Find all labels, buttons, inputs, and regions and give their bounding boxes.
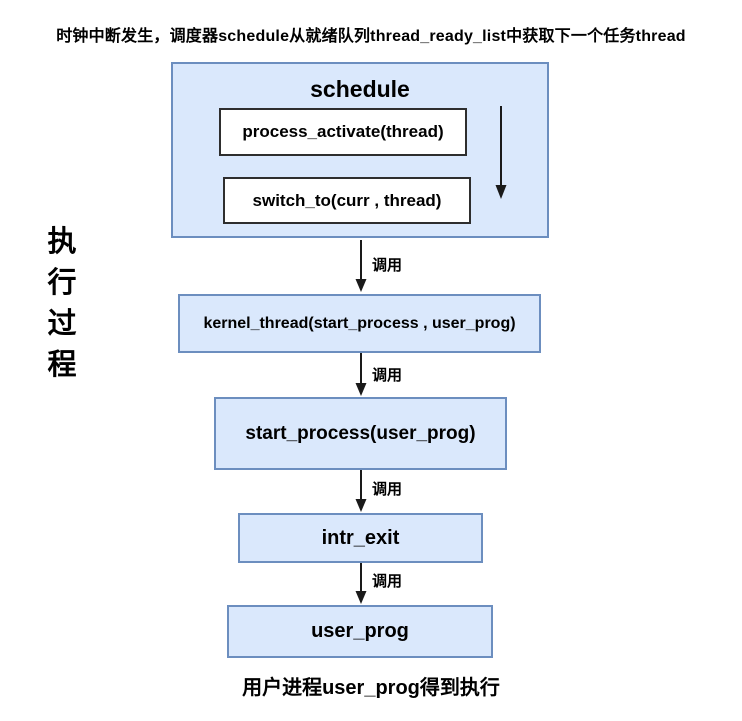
flow-box-label: start_process(user_prog) xyxy=(245,422,476,444)
down-arrow-icon xyxy=(355,563,367,604)
switch-to-label: switch_to(curr , thread) xyxy=(252,190,442,210)
schedule-group-title: schedule xyxy=(310,76,410,102)
down-arrow-icon xyxy=(355,470,367,512)
down-arrow-icon xyxy=(355,240,367,292)
schedule-group-box: schedule process_activate(thread) switch… xyxy=(171,62,549,238)
connector-label: 调用 xyxy=(372,573,403,590)
connector-label: 调用 xyxy=(372,481,403,498)
connector-label: 调用 xyxy=(372,257,403,274)
diagram-title: 时钟中断发生，调度器schedule从就绪队列thread_ready_list… xyxy=(56,28,686,45)
down-arrow-icon xyxy=(355,353,367,396)
connector-arrow: 调用 xyxy=(351,470,421,513)
flow-box-kernel-thread: kernel_thread(start_process , user_prog) xyxy=(178,294,541,353)
side-vertical-label: 执行过程 xyxy=(47,226,77,381)
flow-box-user-prog: user_prog xyxy=(227,605,493,658)
process-activate-box: process_activate(thread) xyxy=(219,108,467,156)
flow-box-label: kernel_thread(start_process , user_prog) xyxy=(203,314,516,332)
flow-box-label: intr_exit xyxy=(321,526,400,549)
flow-box-label: user_prog xyxy=(311,620,409,642)
connector-label: 调用 xyxy=(372,367,403,384)
footer-caption: 用户进程user_prog得到执行 xyxy=(242,677,500,699)
connector-arrow: 调用 xyxy=(351,240,421,293)
connector-arrow: 调用 xyxy=(351,353,421,397)
down-arrow-icon xyxy=(495,106,507,199)
process-activate-label: process_activate(thread) xyxy=(242,122,444,141)
flow-box-intr-exit: intr_exit xyxy=(238,513,483,563)
switch-to-box: switch_to(curr , thread) xyxy=(223,177,471,224)
connector-arrow: 调用 xyxy=(351,563,421,605)
flow-box-start-process: start_process(user_prog) xyxy=(214,397,507,470)
